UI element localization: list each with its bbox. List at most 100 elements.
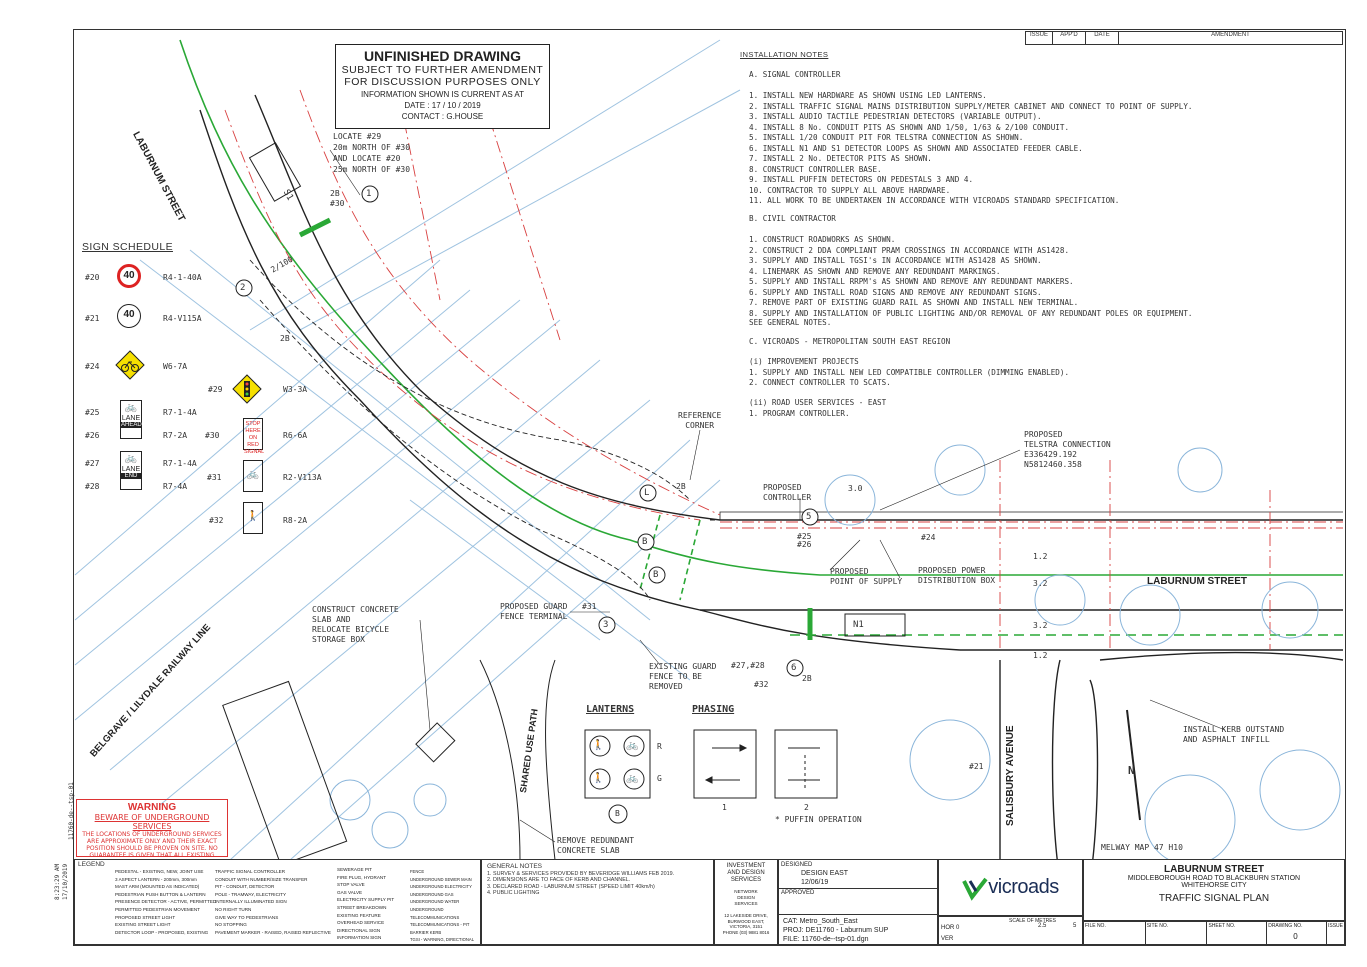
approved-label: APPROVED — [781, 890, 815, 896]
note-a-item: 9. INSTALL PUFFIN DETECTORS ON PEDESTALS… — [749, 175, 974, 184]
pbox-line: PROPOSED POWER — [918, 566, 986, 575]
pedestal-markers — [235, 185, 819, 677]
warning-box: WARNING BEWARE OF UNDERGROUND SERVICES T… — [76, 799, 228, 866]
tag-label: #27,#28 — [731, 661, 765, 670]
gf-line: FENCE TERMINAL — [500, 612, 568, 621]
note-a-item: 1. INSTALL NEW HARDWARE AS SHOWN USING L… — [749, 91, 987, 100]
telstra-line: N5812460.358 — [1024, 460, 1082, 469]
legend-entry: GIVE WAY TO PEDESTRIANS — [215, 914, 279, 920]
tag-label: #31 — [582, 602, 597, 611]
legend-entry: EXISTING STREET LIGHT — [115, 922, 171, 928]
col-site-no: SITE NO. — [1146, 922, 1208, 944]
scale-hor: HOR 0 — [941, 925, 960, 931]
proposed-controller-label: PROPOSED CONTROLLER — [763, 483, 811, 503]
phasing-diagrams — [693, 729, 838, 799]
legend-entry: GAS VALVE — [337, 889, 363, 895]
notes-section-b: B. CIVIL CONTRACTOR — [749, 214, 836, 223]
unfinished-title: UNFINISHED DRAWING — [363, 48, 522, 64]
note-b-item: 6. SUPPLY AND INSTALL ROAD SIGNS AND REM… — [749, 287, 1042, 297]
file-line: FILE: 11760-de--tsp-01.dgn — [783, 936, 869, 943]
phasing-title: PHASING — [692, 704, 735, 715]
scale-mid: 2.5 — [1038, 923, 1047, 929]
telstra-line: E336429.192 — [1024, 450, 1077, 459]
sign-num: #20 — [85, 273, 100, 282]
col-drawing-no: DRAWING NO. 0 — [1267, 922, 1327, 944]
stop-here-line: SIGNAL — [244, 449, 265, 455]
sign-code: R4-V115A — [163, 314, 202, 323]
unfinished-line1: SUBJECT TO FURTHER AMENDMENT — [341, 64, 544, 76]
lantern-b: B — [615, 809, 620, 818]
note-c-item: 2. CONNECT CONTROLLER TO SCATS. — [749, 378, 891, 387]
scale-label: SCALE OF METRES — [1009, 918, 1056, 924]
stop-here-line: HERE — [245, 428, 261, 434]
note-c-item: 1. PROGRAM CONTROLLER. — [749, 408, 850, 418]
sign-code: R2-V113A — [283, 473, 322, 482]
legend-entry: SEWERAGE PIT — [337, 867, 372, 872]
warning-subtitle: BEWARE OF UNDERGROUND SERVICES — [94, 813, 210, 831]
lantern-group-l: L — [644, 488, 650, 498]
existing-guard-label: EXISTING GUARD FENCE TO BE REMOVED — [649, 662, 716, 692]
guard-fence-label: PROPOSED GUARD FENCE TERMINAL — [500, 602, 567, 622]
sign-num: #29 — [208, 385, 223, 394]
sign-schedule-title: SIGN SCHEDULE — [82, 241, 173, 253]
legend-entry: STOP VALVE — [337, 882, 365, 888]
lantern-group — [584, 729, 651, 824]
col-drawing-no-label: DRAWING NO. — [1268, 923, 1303, 929]
print-date: 17/10/2019 — [62, 863, 69, 900]
ids-line: AND DESIGN — [727, 870, 765, 876]
legend-entry: UNDERGROUND WATER — [410, 899, 460, 905]
pos-line: POINT OF SUPPLY — [830, 577, 903, 586]
unfinished-date: DATE : 17 / 10 / 2019 — [404, 101, 481, 110]
puffin-note: * PUFFIN OPERATION — [775, 815, 862, 824]
legend-entry: TGSI - WARNING, DIRECTIONAL — [410, 937, 475, 943]
dim-3-0: 3.0 — [848, 484, 863, 493]
point-of-supply-label: PROPOSED POINT OF SUPPLY — [830, 567, 902, 587]
legend-box: LEGEND PEDESTAL - EXISTING, NEW, JOINT U… — [74, 859, 481, 945]
signals-ahead-sign-icon — [232, 374, 262, 404]
proj-line: PROJ: DE11760 - Laburnum SUP — [783, 927, 889, 934]
legend-entry: INFORMATION SIGN — [337, 935, 382, 941]
project-title-box: LABURNUM STREET MIDDLEBOROUGH ROAD TO BL… — [1083, 859, 1345, 921]
dim-1-2a: 1.2 — [1033, 552, 1048, 561]
tag-label: #24 — [921, 533, 936, 542]
legend-entry: EXISTING FEATURE — [337, 912, 381, 918]
stop-here-line: STOP — [245, 421, 261, 427]
note-a-item: 4. INSTALL 8 No. CONDUIT PITS AS SHOWN A… — [749, 122, 1070, 132]
pos-line: PROPOSED — [830, 567, 869, 576]
legend-entry: PROPOSED STREET LIGHT — [115, 914, 176, 920]
legend-entry: PRESENCE DETECTOR - ACTIVE, PERMITTED — [115, 899, 217, 905]
unfinished-contact: CONTACT : G.HOUSE — [401, 112, 484, 121]
tag-label: #32 — [754, 680, 769, 689]
legend-entry: UNDERGROUND GAS — [410, 891, 454, 897]
trees — [329, 444, 1341, 866]
sign-num: #25 — [85, 408, 100, 417]
legend-entry: BARRIER KERB — [410, 929, 442, 935]
legend-entry: UNDERGROUND ELECTRICITY — [410, 884, 472, 890]
sheet-numbers-box: FILE NO. SITE NO. SHEET NO. DRAWING NO. … — [1083, 921, 1345, 945]
legend-col-right: SEWERAGE PIT FIRE PLUG, HYDRANT STOP VAL… — [337, 866, 394, 942]
sign-num: #26 — [85, 431, 100, 440]
eg-line: REMOVED — [649, 682, 683, 691]
north-label: N — [1128, 764, 1135, 777]
stop-here-on-red-sign-icon: STOP HERE ON RED SIGNAL — [243, 418, 264, 455]
lane-label: LANE — [121, 466, 141, 473]
legend-entry: 3 ASPECT LANTERN - 200mm, 300mm — [115, 876, 197, 882]
legend-col-mid: TRAFFIC SIGNAL CONTROLLER CONDUIT WITH N… — [215, 868, 331, 936]
note-b-item: 8. SUPPLY AND INSTALLATION OF PUBLIC LIG… — [749, 308, 1193, 318]
note-b-item: 4. LINEMARK AS SHOWN AND REMOVE ANY REDU… — [749, 266, 1001, 276]
revision-header: ISSUE APP'D DATE AMENDMENT — [1025, 31, 1343, 45]
notes-section-c: C. VICROADS - METROPOLITAN SOUTH EAST RE… — [749, 337, 951, 346]
design-info-box: DESIGNED DESIGN EAST 12/06/19 APPROVED C… — [778, 859, 938, 945]
lantern-group-b: B — [653, 570, 659, 580]
vicroads-mark-icon — [962, 877, 988, 901]
ids-line: INVESTMENT — [726, 863, 766, 869]
legend-entry: TELECOMMUNICATIONS - PIT — [410, 922, 470, 928]
legend-entry: PIT - CONDUIT, DETECTOR — [215, 884, 275, 890]
tag-label: #21 — [969, 762, 984, 771]
dim-1-2b: 1.2 — [1033, 651, 1048, 660]
ahead-label: AHEAD — [121, 422, 142, 428]
designed-label: DESIGNED — [781, 862, 813, 868]
sign-code: R7-4A — [163, 482, 188, 491]
bicycle-warning-sign-icon — [115, 350, 145, 380]
